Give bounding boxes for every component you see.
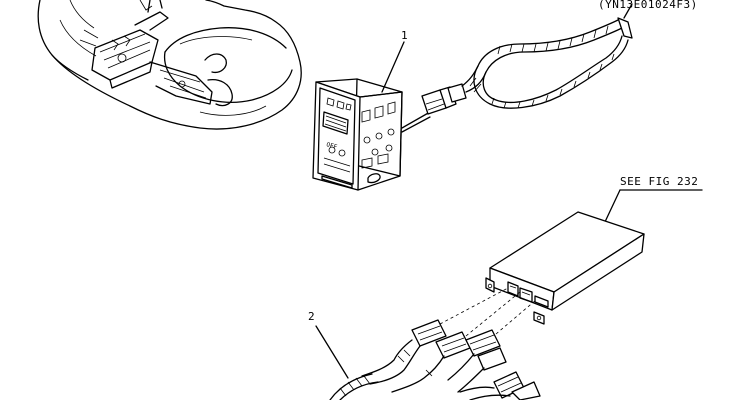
leader-line-part-2	[315, 325, 349, 379]
leader-line-see-fig	[603, 189, 621, 225]
panel-wire-harness	[401, 3, 633, 133]
part-number-label: (YN13E01024F3)	[598, 0, 698, 11]
panel-off-label: OFF	[325, 141, 338, 151]
leader-line-part-1	[381, 41, 405, 93]
part-2-label: 2	[308, 310, 315, 323]
controller-unit: SEE FIG 232	[485, 175, 703, 325]
cab-seat-assembly	[37, 0, 302, 130]
part-1-label: 1	[401, 29, 408, 42]
see-fig-label: SEE FIG 232	[620, 175, 698, 188]
controller-wire-harness: 2	[308, 287, 541, 400]
control-panel: OFF	[312, 78, 403, 191]
